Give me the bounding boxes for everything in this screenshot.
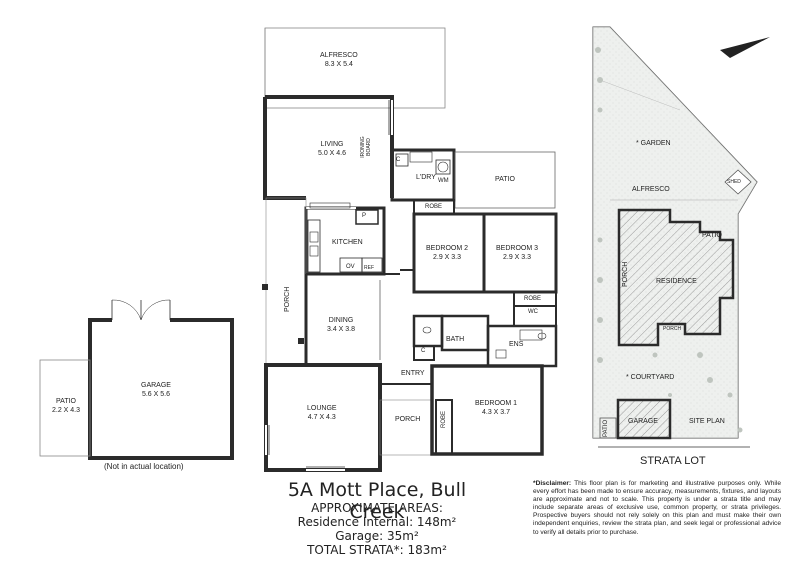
bedroom3-name: BEDROOM 3 <box>496 245 539 252</box>
site-porch-small-label: PORCH <box>663 326 682 332</box>
dining-dims: 3.4 X 3.8 <box>327 325 356 333</box>
garage-plan <box>39 299 234 460</box>
site-garden-label: * GARDEN <box>636 140 671 147</box>
garage-name: GARAGE <box>141 382 171 389</box>
areas-total: TOTAL STRATA*: 183m² <box>307 543 447 557</box>
bedroom1-name: BEDROOM 1 <box>475 400 518 407</box>
oven-label: OV <box>346 264 355 270</box>
bedroom2-name: BEDROOM 2 <box>426 245 469 252</box>
patio-area <box>454 151 556 209</box>
lounge-room <box>264 363 382 472</box>
ens-label: ENS <box>509 341 524 348</box>
kitchen-label: KITCHEN <box>332 239 363 246</box>
disclaimer: *Disclaimer: This floor plan is for mark… <box>533 480 781 537</box>
living-label: LIVING 5.0 X 4.6 <box>318 141 346 159</box>
lounge-label: LOUNGE 4.7 X 4.3 <box>307 405 337 423</box>
bedroom2-dims: 2.9 X 3.3 <box>432 253 462 261</box>
site-porch-label: PORCH <box>622 261 629 287</box>
bedroom3-dims: 2.9 X 3.3 <box>502 253 532 261</box>
robe-mid-label: ROBE <box>524 296 542 302</box>
site-alfresco-label: ALFRESCO <box>632 186 670 193</box>
front-porch-label: PORCH <box>395 416 421 423</box>
lounge-name: LOUNGE <box>307 405 337 412</box>
strata-lot-label: STRATA LOT <box>640 455 706 467</box>
bedroom1-label: BEDROOM 1 4.3 X 3.7 <box>475 400 517 418</box>
disclaimer-text: This floor plan is for marketing and ill… <box>533 480 782 536</box>
bedroom2-label: BEDROOM 2 2.9 X 3.3 <box>426 245 468 263</box>
dining-label: DINING 3.4 X 3.8 <box>327 317 355 335</box>
site-residence-label: RESIDENCE <box>656 278 697 285</box>
areas-block: APPROXIMATE AREAS: Residence Internal: 1… <box>262 501 492 557</box>
site-shed-label: SHED <box>727 179 741 185</box>
bedroom-1 <box>430 364 544 456</box>
wc-label: WC <box>528 309 538 315</box>
bedroom1-dims: 4.3 X 3.7 <box>481 408 511 416</box>
ironing-board-label: IRONING BOARD <box>360 136 373 158</box>
bath-label: BATH <box>446 336 465 343</box>
wet-areas <box>412 291 558 368</box>
fridge-label: REF <box>364 265 374 271</box>
closet-label: C <box>421 348 426 354</box>
site-patio-label: PATIO <box>702 232 722 239</box>
garage-note: (Not in actual location) <box>104 462 184 471</box>
areas-heading: APPROXIMATE AREAS: <box>311 501 443 515</box>
pantry-label: P <box>362 213 367 219</box>
site-patio-small-label: PATIO <box>603 419 609 437</box>
robe-bed1-label: ROBE <box>441 410 447 428</box>
alfresco-dims: 8.3 X 5.4 <box>324 60 353 68</box>
disclaimer-heading: *Disclaimer: <box>533 480 572 487</box>
site-courtyard-label: * COURTYARD <box>626 374 675 381</box>
lounge-dims: 4.7 X 4.3 <box>307 413 336 421</box>
dining-room <box>304 273 400 365</box>
wm-label: WM <box>438 178 449 184</box>
patio-label: PATIO <box>495 176 515 183</box>
garage-label: GARAGE 5.6 X 5.6 <box>141 382 171 400</box>
alfresco-label: ALFRESCO 8.3 X 5.4 <box>320 52 358 70</box>
living-name: LIVING <box>320 141 344 148</box>
areas-residence: Residence Internal: 148m² <box>297 515 457 529</box>
living-dims: 5.0 X 4.6 <box>318 149 347 157</box>
garage-patio-dims: 2.2 X 4.3 <box>52 406 81 414</box>
garage-patio-name: PATIO <box>56 398 76 405</box>
side-porch-label: PORCH <box>284 286 291 312</box>
dining-name: DINING <box>328 317 354 324</box>
alfresco-name: ALFRESCO <box>320 52 358 59</box>
entry-label: ENTRY <box>401 370 425 377</box>
site-garage-label: GARAGE <box>628 418 658 425</box>
garage-dims: 5.6 X 5.6 <box>141 390 170 398</box>
north-arrow-icon <box>720 37 770 58</box>
property-title: 5A Mott Place, Bull Creek <box>287 479 467 523</box>
garage-patio-label: PATIO 2.2 X 4.3 <box>52 398 80 416</box>
bedroom3-label: BEDROOM 3 2.9 X 3.3 <box>496 245 538 263</box>
laundry-cupboard-label: C <box>396 157 401 163</box>
site-plan-label: SITE PLAN <box>689 418 725 425</box>
laundry-label: L'DRY <box>416 174 436 181</box>
site-plan-drawing <box>592 26 758 440</box>
areas-garage: Garage: 35m² <box>335 529 419 543</box>
robe-top-label: ROBE <box>425 204 443 210</box>
